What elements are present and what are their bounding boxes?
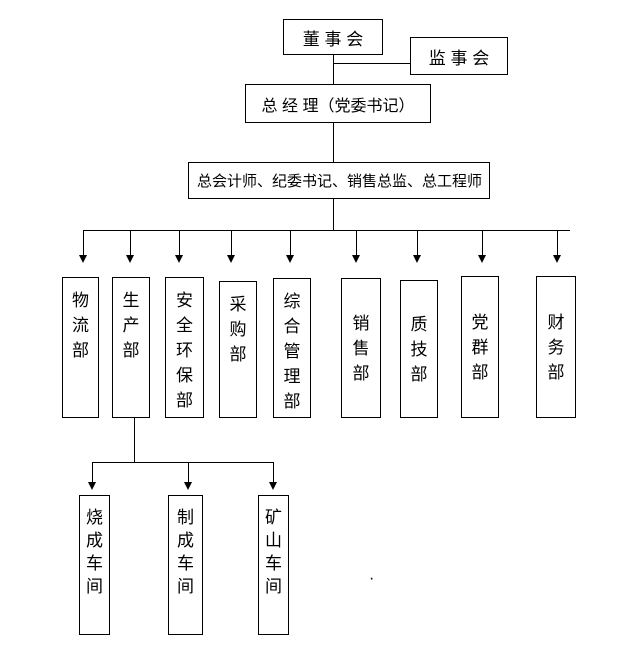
- down-arrow-icon: [478, 230, 487, 263]
- workshop-sintering-box: 烧成车间: [79, 495, 110, 635]
- dept-logistics-box: 物流部: [62, 277, 99, 418]
- down-arrow-icon: [553, 230, 562, 263]
- down-arrow-icon: [352, 230, 361, 263]
- down-arrow-icon: [126, 230, 135, 263]
- workshop-finishing-box: 制成车间: [168, 495, 203, 635]
- down-arrow-icon: [79, 230, 88, 263]
- down-arrow-icon: [269, 462, 278, 490]
- general-manager-box: 总 经 理（党委书记）: [245, 84, 431, 123]
- down-arrow-icon: [184, 462, 193, 490]
- dept-label: 采购部: [229, 295, 247, 364]
- workshop-label: 制成车间: [177, 508, 194, 596]
- dept-label: 安全环保部: [176, 291, 193, 410]
- department-bus-line: [83, 230, 570, 231]
- dept-finance-box: 财务部: [536, 276, 576, 418]
- dept-safety-environment-box: 安全环保部: [165, 277, 204, 418]
- connector-production-to-subbus: [134, 418, 135, 462]
- dept-label: 党群部: [471, 312, 489, 382]
- dept-party-mass-box: 党群部: [461, 276, 499, 418]
- down-arrow-icon: [413, 230, 422, 263]
- board-of-directors-box: 董 事 会: [283, 19, 383, 55]
- down-arrow-icon: [175, 230, 184, 263]
- down-arrow-icon: [286, 230, 295, 263]
- dept-production-box: 生产部: [112, 277, 150, 418]
- dept-label: 综合管理部: [283, 292, 301, 411]
- dept-sales-box: 销售部: [341, 278, 381, 418]
- down-arrow-icon: [88, 462, 97, 490]
- dept-quality-tech-box: 质技部: [400, 280, 438, 418]
- dept-label: 生产部: [122, 291, 140, 360]
- dept-label: 物流部: [72, 291, 89, 360]
- connector-executives-to-bus: [333, 199, 334, 230]
- dept-label: 财务部: [547, 312, 565, 382]
- dept-procurement-box: 采购部: [219, 281, 257, 418]
- dept-label: 质技部: [410, 314, 428, 384]
- workshop-label: 矿山车间: [265, 508, 282, 596]
- down-arrow-icon: [227, 230, 236, 263]
- workshop-mining-box: 矿山车间: [258, 495, 289, 635]
- workshop-bus-line: [92, 462, 274, 463]
- connector-board-to-supervisory: [333, 63, 410, 64]
- supervisory-board-box: 监 事 会: [410, 37, 508, 75]
- executives-box: 总会计师、纪委书记、销售总监、总工程师: [188, 162, 490, 199]
- dept-label: 销售部: [352, 313, 370, 383]
- workshop-label: 烧成车间: [86, 508, 103, 596]
- stray-mark: ·: [369, 570, 375, 587]
- dept-general-management-box: 综合管理部: [273, 278, 311, 418]
- connector-board-to-gm: [333, 55, 334, 84]
- connector-gm-to-executives: [333, 123, 334, 162]
